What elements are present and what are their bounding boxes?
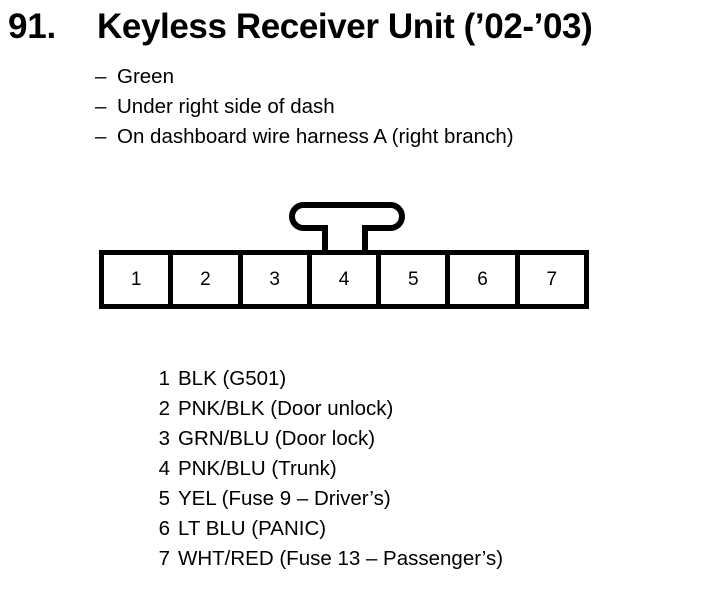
- legend-pin-label: WHT/RED (Fuse 13 – Passenger’s): [178, 547, 504, 570]
- legend-row: 1 BLK (G501): [148, 364, 668, 394]
- connector-pin-cell: 2: [173, 255, 243, 304]
- connector-pin-cell: 7: [520, 255, 584, 304]
- legend-row: 6 LT BLU (PANIC): [148, 514, 668, 544]
- legend-pin-number: 5: [158, 487, 170, 510]
- legend-row: 2 PNK/BLK (Door unlock): [148, 394, 668, 424]
- note-item: –On dashboard wire harness A (right bran…: [95, 122, 655, 152]
- legend-pin-label: BLK (G501): [178, 367, 287, 390]
- legend-pin-label: PNK/BLU (Trunk): [178, 457, 337, 480]
- dash-bullet-icon: –: [95, 125, 107, 148]
- legend-pin-number: 1: [158, 367, 170, 390]
- pin-number: 3: [269, 269, 280, 290]
- legend-pin-number: 3: [158, 427, 170, 450]
- page-header: 91. Keyless Receiver Unit (’02-’03): [0, 4, 704, 54]
- legend-row: 4 PNK/BLU (Trunk): [148, 454, 668, 484]
- locking-tab-gap: [328, 225, 362, 232]
- note-text: Green: [117, 65, 174, 88]
- locking-tab-stem-left: [322, 226, 328, 252]
- dash-bullet-icon: –: [95, 65, 107, 88]
- connector-pin-cell: 3: [243, 255, 312, 304]
- pin-number: 7: [546, 269, 558, 290]
- pin-legend: 1 BLK (G501) 2 PNK/BLK (Door unlock) 3 GRN/…: [148, 364, 668, 574]
- connector-pin-cell: 1: [104, 255, 174, 304]
- entry-number: 91.: [8, 7, 57, 46]
- pin-number: 6: [477, 269, 488, 290]
- note-text: Under right side of dash: [117, 95, 335, 118]
- legend-pin-number: 2: [158, 397, 170, 420]
- legend-pin-label: GRN/BLU (Door lock): [178, 427, 376, 450]
- legend-pin-label: YEL (Fuse 9 – Driver’s): [178, 487, 391, 510]
- legend-row: 7 WHT/RED (Fuse 13 – Passenger’s): [148, 544, 668, 574]
- legend-pin-number: 4: [158, 457, 170, 480]
- connector-pin-cell: 6: [450, 255, 520, 304]
- connector-locking-tab-icon: [99, 200, 589, 252]
- pin-number: 2: [200, 269, 211, 290]
- legend-pin-number: 7: [158, 547, 170, 570]
- notes-list: –Green –Under right side of dash –On das…: [95, 62, 655, 152]
- legend-pin-number: 6: [158, 517, 170, 540]
- legend-pin-label: PNK/BLK (Door unlock): [178, 397, 394, 420]
- pin-number: 4: [338, 269, 350, 290]
- legend-pin-label: LT BLU (PANIC): [178, 517, 327, 540]
- connector-body: 1 2 3 4 5 6 7: [99, 250, 589, 309]
- legend-row: 3 GRN/BLU (Door lock): [148, 424, 668, 454]
- page-title: Keyless Receiver Unit (’02-’03): [97, 7, 593, 46]
- note-text: On dashboard wire harness A (right branc…: [117, 125, 514, 148]
- connector-pin-cell: 5: [381, 255, 451, 304]
- pin-number: 5: [407, 269, 419, 290]
- connector-pin-cell: 4: [312, 255, 382, 304]
- note-item: –Green: [95, 62, 655, 92]
- pin-number: 1: [130, 269, 142, 290]
- dash-bullet-icon: –: [95, 95, 107, 118]
- note-item: –Under right side of dash: [95, 92, 655, 122]
- legend-row: 5 YEL (Fuse 9 – Driver’s): [148, 484, 668, 514]
- locking-tab-stem-right: [362, 226, 368, 252]
- connector-diagram: 1 2 3 4 5 6 7: [99, 200, 589, 310]
